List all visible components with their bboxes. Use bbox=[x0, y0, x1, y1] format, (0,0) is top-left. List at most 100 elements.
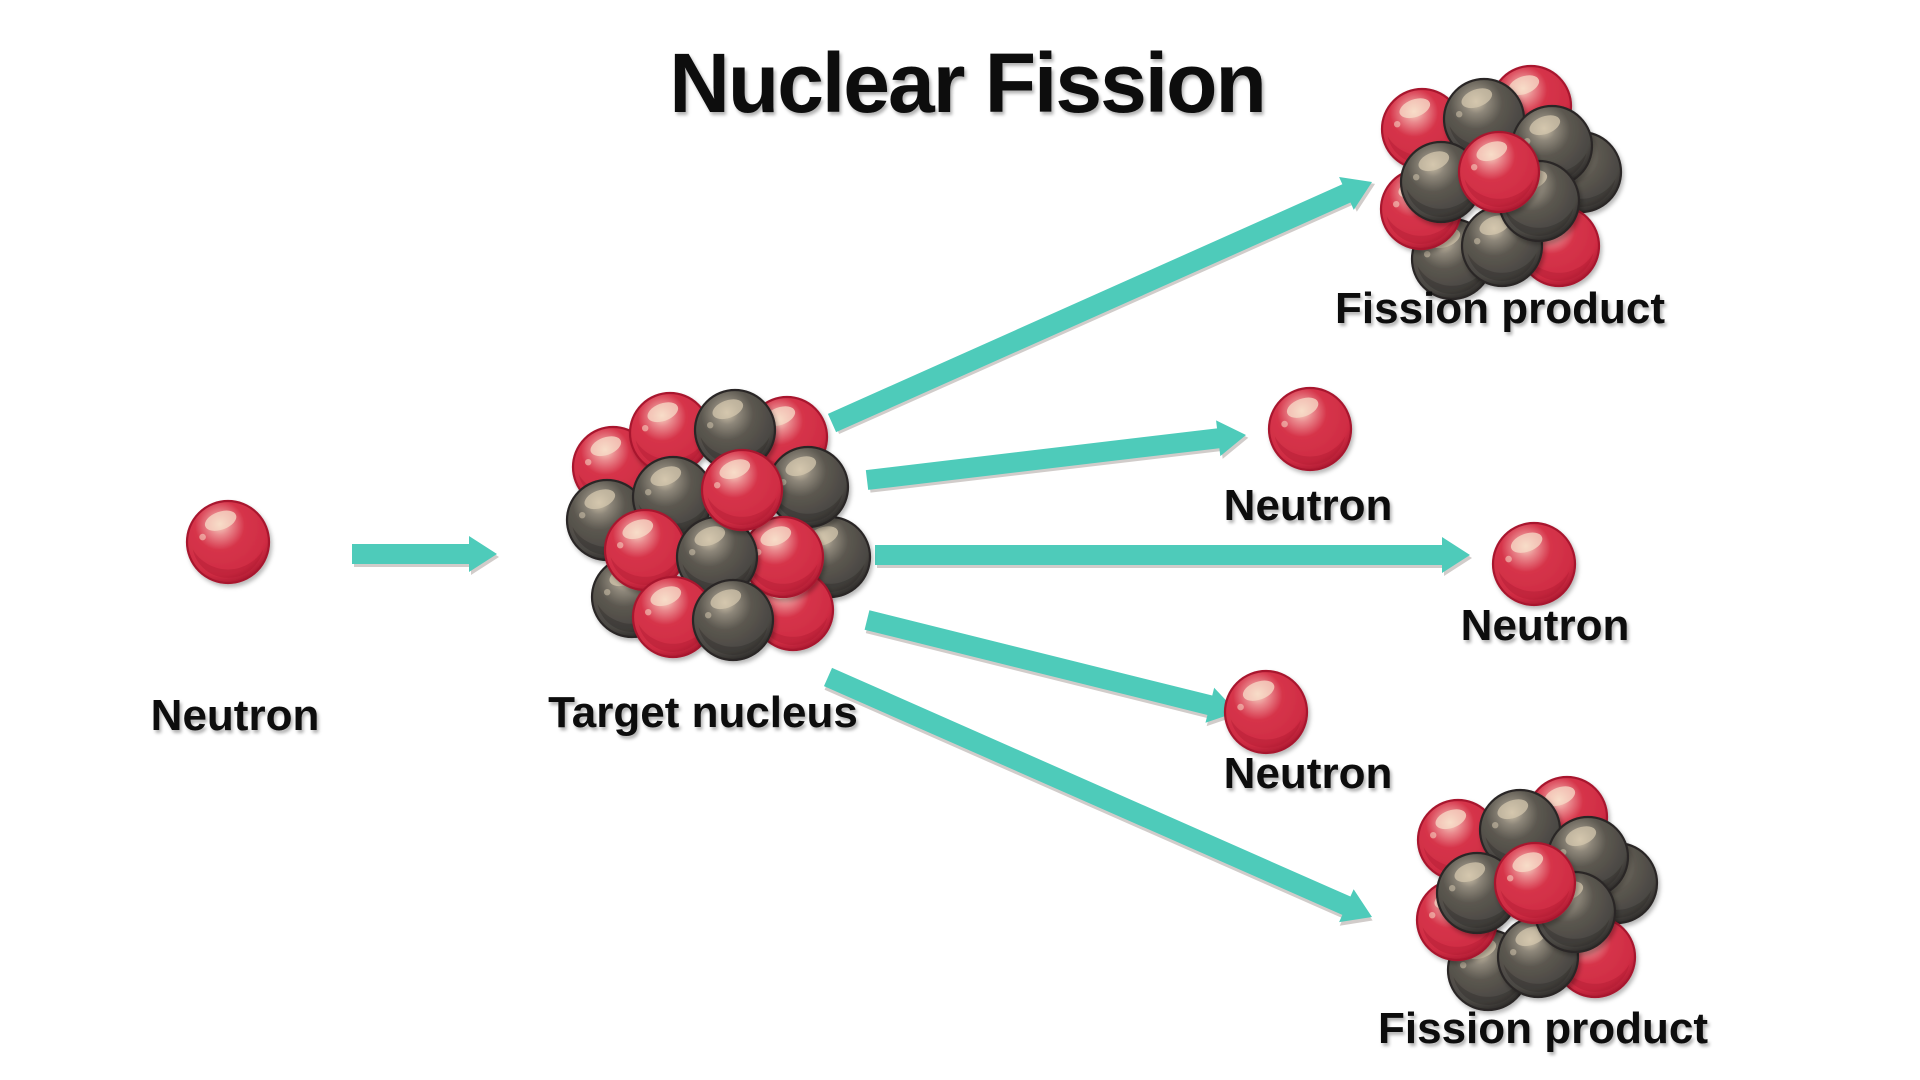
fission-product-top-nucleon-proton bbox=[1457, 130, 1541, 214]
fission-product-top-nucleon-proton-glint bbox=[1394, 121, 1401, 128]
target-nucleon-proton-highlight bbox=[719, 459, 751, 480]
target-nucleon-neutron-highlight bbox=[650, 466, 682, 487]
product-neutron-middle-neutron bbox=[1491, 521, 1577, 607]
arrow-target-to-products-2-shape bbox=[875, 537, 1470, 573]
neutron-lower-label: Neutron bbox=[1224, 749, 1393, 798]
fission-product-bottom-nucleon-neutron-rim-shade bbox=[1453, 977, 1523, 1005]
arrow-target-to-products-0 bbox=[827, 176, 1376, 435]
fission-product-top-nucleon-proton-glint bbox=[1471, 164, 1478, 171]
fission-product-top-nucleon-neutron-glint bbox=[1474, 238, 1481, 245]
fission-product-bottom-nucleon-neutron-highlight bbox=[1454, 862, 1486, 883]
fission-product-top-nucleon-neutron-highlight bbox=[1418, 151, 1450, 172]
target-nucleon-neutron-glint bbox=[705, 612, 712, 619]
product-neutron-upper-neutron bbox=[1267, 386, 1353, 472]
fission-product-bottom-nucleon-neutron-glint bbox=[1460, 962, 1467, 969]
target-nucleon-neutron-rim-shade bbox=[773, 494, 843, 522]
target-nucleon-neutron-highlight bbox=[785, 456, 817, 477]
target-nucleon-neutron-highlight bbox=[694, 526, 726, 547]
fission-product-bottom-nucleon-neutron-highlight bbox=[1515, 926, 1547, 947]
fission-product-bottom-nucleon-neutron-rim-shade bbox=[1503, 964, 1573, 992]
fission-product-top-nucleon-proton-rim-shade bbox=[1524, 253, 1594, 281]
incoming-neutron-highlight bbox=[204, 510, 237, 531]
labels-layer: Nuclear Fission Neutron Target nucleus F… bbox=[151, 36, 1709, 1053]
fission-product-top-nucleon-neutron-glint bbox=[1456, 111, 1463, 118]
product-neutron-lower-neutron bbox=[1223, 669, 1309, 755]
fission-product-top-nucleon-proton-highlight bbox=[1508, 75, 1540, 96]
fission-product-bottom-nucleon-neutron-highlight bbox=[1565, 826, 1597, 847]
product-neutron-middle-neutron-glint bbox=[1505, 555, 1512, 563]
fission-product-top-nucleon-neutron-highlight bbox=[1529, 115, 1561, 136]
fission-product-top-nucleus bbox=[1379, 64, 1623, 301]
product-neutron-lower-neutron-rim-shade bbox=[1230, 719, 1302, 748]
fission-product-bottom-label: Fission product bbox=[1378, 1004, 1708, 1053]
arrow-target-to-products-2 bbox=[875, 537, 1472, 576]
fission-product-bottom-nucleon-proton bbox=[1493, 841, 1577, 925]
product-neutron-middle-neutron-highlight bbox=[1510, 532, 1543, 553]
target-nucleon-neutron-rim-shade bbox=[698, 627, 768, 655]
product-neutron-upper-neutron-glint bbox=[1281, 420, 1288, 428]
target-nucleon-proton-glint bbox=[645, 609, 652, 616]
target-nucleon-neutron-glint bbox=[689, 549, 696, 556]
arrow-target-to-products-3-shape bbox=[864, 610, 1237, 723]
arrow-target-to-products-4-shape bbox=[823, 667, 1373, 923]
target-nucleon-proton-glint bbox=[714, 482, 721, 489]
target-nucleon-proton bbox=[700, 448, 784, 532]
fission-product-bottom-nucleon-proton-glint bbox=[1507, 875, 1514, 882]
product-neutron-lower-neutron-glint bbox=[1237, 703, 1244, 711]
fission-product-bottom-nucleon-proton-highlight bbox=[1544, 786, 1576, 807]
incoming-neutron-label: Neutron bbox=[151, 691, 320, 740]
fission-product-bottom-nucleon-neutron-glint bbox=[1449, 885, 1456, 892]
diagram-title: Nuclear Fission bbox=[669, 36, 1265, 130]
arrow-target-to-products-1-shape bbox=[865, 420, 1246, 490]
fission-product-top-nucleon-proton-rim-shade bbox=[1386, 216, 1456, 244]
fission-product-bottom-nucleon-proton-glint bbox=[1429, 912, 1436, 919]
fission-product-top-nucleon-proton-highlight bbox=[1476, 141, 1508, 162]
target-nucleon-proton-highlight bbox=[650, 586, 682, 607]
fission-product-bottom-nucleon-proton-highlight bbox=[1512, 852, 1544, 873]
product-neutron-middle-neutron-rim-shade bbox=[1498, 571, 1570, 600]
fission-product-top-nucleon-proton-rim-shade bbox=[1464, 179, 1534, 207]
fission-product-bottom-nucleon-neutron-rim-shade bbox=[1442, 900, 1512, 928]
fission-product-bottom-nucleon-neutron-rim-shade bbox=[1540, 919, 1610, 947]
fission-product-top-nucleon-neutron-highlight bbox=[1461, 88, 1493, 109]
product-neutron-lower-neutron-highlight bbox=[1242, 680, 1275, 701]
fission-product-bottom-nucleon-neutron-highlight bbox=[1497, 799, 1529, 820]
fission-product-top-nucleon-neutron-rim-shade bbox=[1504, 208, 1574, 236]
target-nucleon-neutron-highlight bbox=[712, 399, 744, 420]
target-nucleon-proton-rim-shade bbox=[638, 624, 708, 652]
target-nucleon-proton bbox=[631, 575, 715, 659]
fission-product-top-label: Fission product bbox=[1335, 284, 1665, 333]
fission-product-bottom-nucleon-proton-rim-shade bbox=[1500, 890, 1570, 918]
target-nucleon-neutron-glint bbox=[645, 489, 652, 496]
product-neutron-upper-neutron-rim-shade bbox=[1274, 436, 1346, 465]
arrows-layer bbox=[352, 176, 1472, 926]
target-nucleon-proton bbox=[741, 515, 825, 599]
target-nucleon-proton-highlight bbox=[760, 526, 792, 547]
target-nucleon-proton-glint bbox=[585, 459, 592, 466]
fission-product-bottom-nucleon-neutron-glint bbox=[1492, 822, 1499, 829]
arrow-target-to-products-1 bbox=[865, 420, 1249, 493]
fission-product-bottom-nucleon-proton-highlight bbox=[1435, 809, 1467, 830]
target-nucleus bbox=[565, 388, 872, 662]
fission-product-bottom-nucleus bbox=[1415, 775, 1659, 1012]
arrow-incoming-to-target bbox=[352, 536, 499, 575]
incoming-neutron bbox=[185, 499, 271, 585]
product-neutron-upper-neutron-highlight bbox=[1286, 397, 1319, 418]
target-nucleus-label: Target nucleus bbox=[548, 688, 858, 737]
incoming-neutron-rim-shade bbox=[192, 549, 264, 578]
fission-product-top-nucleon-neutron-rim-shade bbox=[1467, 253, 1537, 281]
fission-product-top-nucleon-proton-glint bbox=[1393, 201, 1400, 208]
fission-product-top-nucleon-neutron-glint bbox=[1424, 251, 1431, 258]
target-nucleon-proton-glint bbox=[642, 425, 649, 432]
target-nucleon-proton-highlight bbox=[590, 436, 622, 457]
target-nucleon-neutron-highlight bbox=[710, 589, 742, 610]
target-nucleon-neutron-glint bbox=[604, 589, 611, 596]
fission-product-top-nucleon-neutron-rim-shade bbox=[1417, 266, 1487, 294]
fission-product-top-nucleon-neutron-rim-shade bbox=[1406, 189, 1476, 217]
fission-product-top-nucleon-proton-highlight bbox=[1399, 98, 1431, 119]
target-nucleon-neutron-glint bbox=[707, 422, 714, 429]
fission-product-bottom-nucleon-proton-rim-shade bbox=[1560, 964, 1630, 992]
incoming-neutron-glint bbox=[199, 533, 206, 541]
fission-product-bottom-nucleon-proton-rim-shade bbox=[1422, 927, 1492, 955]
